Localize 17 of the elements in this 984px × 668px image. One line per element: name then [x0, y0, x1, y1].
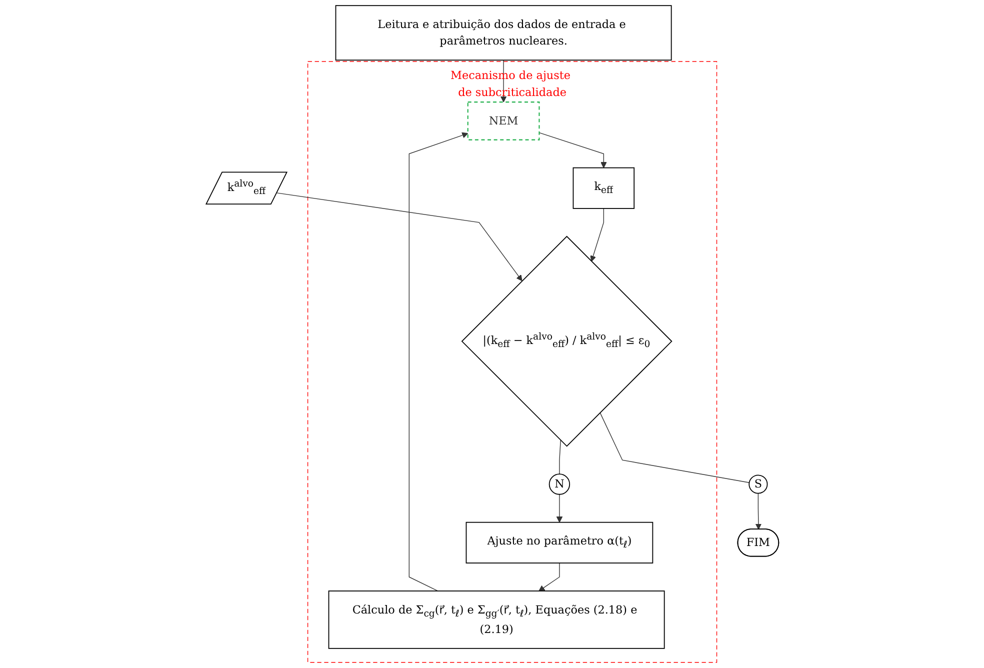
node-box: NEM: [466, 102, 540, 140]
node-box: Leitura e atribuição dos dados de entrada e parâmetros nucleares.: [334, 5, 672, 61]
arrow: [754, 492, 762, 530]
arrow: [408, 132, 468, 592]
node-circle: S: [748, 474, 768, 494]
node-diamond: |(k$_{eff}$ − k$^{alvo}$$_{eff}$) / k$^{alvo}$$_{eff}$| ≤ ε$_{0}$: [460, 236, 672, 447]
node-circle: N: [548, 474, 570, 495]
connector: [599, 412, 750, 483]
node-box: k$_{eff}$: [572, 167, 634, 209]
arrow: [556, 494, 562, 523]
arrow: [276, 192, 522, 282]
node-box: Ajuste no parâmetro α(t$_{ℓ}$): [465, 522, 653, 564]
connector: [558, 440, 561, 474]
node-box: Cálculo de Σ$_{cg}$(r⃗, t$_{ℓ}$) e Σ$_{gg′}$(r⃗, t$_{ℓ}$), Equações (2.18) e (2.19): [328, 590, 664, 649]
arrow: [538, 132, 606, 168]
arrow: [538, 562, 560, 592]
arrow: [590, 208, 604, 262]
